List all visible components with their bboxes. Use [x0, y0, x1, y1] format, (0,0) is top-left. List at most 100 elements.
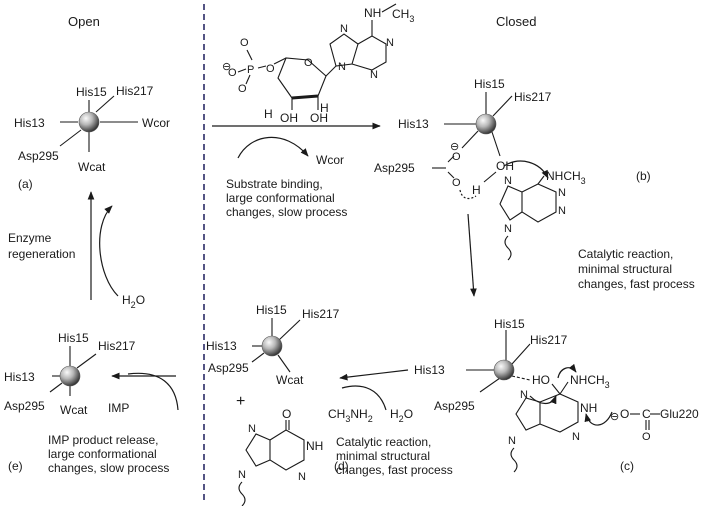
- panel-tag-b: (b): [636, 169, 651, 183]
- ligand-wcor: Wcor: [142, 116, 170, 130]
- ligand-wcat: Wcat: [78, 160, 106, 174]
- step-binding: Wcor Substrate binding, large conformati…: [212, 122, 381, 219]
- c-nh: NH: [580, 401, 597, 415]
- panel-tag-e: (e): [8, 459, 23, 473]
- svg-text:N: N: [248, 423, 256, 435]
- ligand-wcat: Wcat: [60, 403, 88, 417]
- metal-sphere: [475, 113, 497, 135]
- ribose-oh1: OH: [280, 111, 298, 125]
- header-open: Open: [68, 14, 100, 29]
- reagent-methylamine: CH3NH2: [328, 407, 373, 424]
- ligand-asp295: Asp295: [208, 361, 249, 375]
- phosphate-p: P: [247, 64, 254, 76]
- metal-sphere: [59, 365, 81, 387]
- svg-text:O: O: [266, 63, 275, 75]
- ligand-his217: His217: [116, 84, 154, 98]
- phosphate-o-minus: O: [228, 67, 237, 79]
- ligand-his13: His13: [206, 339, 237, 353]
- release-caption-2: large conformational: [48, 447, 157, 461]
- c-o: O: [620, 407, 629, 421]
- panel-tag-c: (c): [620, 459, 634, 473]
- svg-text:N: N: [558, 205, 566, 217]
- panel-a: His15 His217 His13 Wcor Asp295 Wcat (a): [14, 84, 170, 191]
- binding-product: Wcor: [316, 153, 344, 167]
- binding-caption-2: large conformational: [226, 191, 335, 205]
- substrate-methyl: CH3: [392, 7, 414, 24]
- ligand-wcat: Wcat: [276, 373, 304, 387]
- svg-text:N: N: [370, 69, 378, 81]
- metal-sphere: [261, 335, 283, 357]
- ligand-his13: His13: [4, 370, 35, 384]
- ribose-oh2: OH: [310, 111, 328, 125]
- svg-text:N: N: [520, 389, 528, 401]
- svg-text:O: O: [452, 177, 461, 189]
- catalysis2-caption-1: Catalytic reaction,: [336, 435, 431, 449]
- d-oxygen: O: [282, 407, 291, 421]
- water-h: H: [472, 183, 481, 197]
- catalysis1-caption-1: Catalytic reaction,: [578, 247, 673, 261]
- ligand-his15: His15: [474, 77, 505, 91]
- svg-text:N: N: [558, 187, 566, 199]
- ligand-asp295: Asp295: [4, 399, 45, 413]
- ligand-his15: His15: [76, 85, 107, 99]
- metal-sphere: [78, 111, 100, 133]
- water-label: H2O: [122, 293, 145, 310]
- svg-text:O: O: [238, 83, 247, 95]
- header-closed: Closed: [496, 14, 536, 29]
- svg-text:O: O: [452, 151, 461, 163]
- panel-c: His15 His217 His13 Asp295 HO NHCH3 N N N…: [414, 317, 699, 473]
- regeneration-caption-1: Enzyme: [8, 231, 52, 245]
- svg-text:N: N: [572, 431, 580, 443]
- d-nh: NH: [306, 439, 323, 453]
- release-caption-1: IMP product release,: [48, 433, 159, 447]
- ligand-asp295: Asp295: [374, 161, 415, 175]
- reagent-water: H2O: [390, 407, 413, 424]
- panel-e: His15 His217 His13 Asp295 Wcat (e): [4, 331, 136, 473]
- ligand-his13: His13: [414, 363, 445, 377]
- plus-sign: +: [236, 393, 245, 410]
- ribose-h1: H: [264, 107, 273, 121]
- panel-tag-d: (d): [334, 459, 349, 473]
- catalysis2-caption-2: minimal structural: [336, 449, 430, 463]
- ligand-his15: His15: [256, 303, 287, 317]
- ligand-his217: His217: [302, 307, 340, 321]
- ligand-his13: His13: [14, 116, 45, 130]
- ligand-his15: His15: [494, 317, 525, 331]
- release-caption-3: changes, slow process: [48, 461, 169, 475]
- panel-tag-a: (a): [18, 177, 33, 191]
- svg-text:O: O: [642, 431, 651, 443]
- svg-text:N: N: [386, 37, 394, 49]
- panel-d: His15 His217 His13 Asp295 Wcat + O NH N …: [206, 303, 349, 506]
- c-carbon: C: [642, 407, 651, 421]
- substrate-nh: NH: [364, 6, 381, 20]
- ligand-his217: His217: [530, 333, 568, 347]
- substrate-structure: O ⊖ O O P O O H H OH OH N N N N NH CH3: [222, 3, 414, 125]
- svg-text:N: N: [238, 469, 246, 481]
- c-glu220: Glu220: [660, 407, 699, 421]
- step-catalysis-1: Catalytic reaction, minimal structural c…: [467, 213, 695, 297]
- catalysis1-caption-2: minimal structural: [578, 262, 672, 276]
- panel-b: His15 His217 His13 O ⊖ O Asp295 OH H N N…: [374, 77, 651, 261]
- ligand-his13: His13: [398, 117, 429, 131]
- svg-text:N: N: [508, 435, 516, 447]
- regeneration-caption-2: regeneration: [8, 247, 75, 261]
- svg-text:⊖: ⊖: [222, 61, 231, 73]
- step-release: IMP IMP product release, large conformat…: [48, 372, 179, 475]
- svg-text:O: O: [304, 57, 313, 69]
- step-regeneration: Enzyme regeneration H2O: [8, 191, 145, 310]
- catalysis2-caption-3: changes, fast process: [336, 463, 453, 477]
- ligand-his217: His217: [514, 90, 552, 104]
- svg-text:O: O: [240, 37, 249, 49]
- ligand-his15: His15: [58, 331, 89, 345]
- svg-text:N: N: [298, 471, 306, 483]
- ligand-asp295: Asp295: [18, 149, 59, 163]
- ligand-asp295: Asp295: [434, 399, 475, 413]
- binding-caption-3: changes, slow process: [226, 205, 347, 219]
- release-product: IMP: [108, 401, 129, 415]
- ligand-his217: His217: [98, 339, 136, 353]
- svg-text:N: N: [340, 23, 348, 35]
- carboxylate-charge: ⊖: [450, 141, 459, 153]
- c-nhme: NHCH3: [570, 373, 610, 390]
